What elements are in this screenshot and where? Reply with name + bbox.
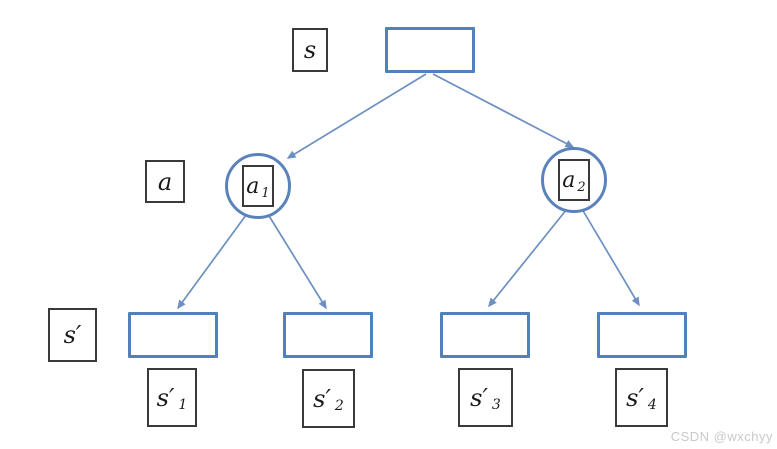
action-a2-subscript: 2 [577,179,586,195]
arrow-a1-to-s2 [265,210,327,310]
arrow-root-to-a2 [432,73,575,148]
label-s1-base: s′ [156,383,175,412]
row-label-next-state-text: s′ [63,321,82,349]
row-label-action: a [145,160,185,203]
action-a1-base: a [246,173,260,199]
label-s1-subscript: 1 [178,396,188,413]
next-state-node-s4 [597,312,687,358]
row-label-state-text: s [303,36,317,64]
row-label-state: s [292,28,328,72]
arrow-a2-to-s3 [488,208,568,308]
next-state-node-s2 [283,312,373,358]
next-state-label-s1: s′1 [147,368,197,427]
arrow-root-to-a1 [286,73,427,159]
next-state-node-s1 [128,312,218,358]
label-s3-subscript: 3 [491,396,501,413]
root-state-node [385,27,475,73]
next-state-node-s3 [440,312,530,358]
next-state-label-s4: s′4 [615,368,668,427]
arrow-a2-to-s4 [581,208,640,307]
next-state-label-s2: s′2 [302,369,355,428]
label-s2-subscript: 2 [334,397,344,414]
label-s4-base: s′ [626,383,644,412]
action-a2-base: a [562,167,576,193]
label-s2-base: s′ [313,384,331,413]
label-s3-base: s′ [470,383,488,412]
next-state-label-s3: s′3 [458,368,513,427]
row-label-action-text: a [157,167,173,196]
arrow-a1-to-s1 [177,210,250,310]
action-a1-subscript: 1 [261,185,270,201]
label-s4-subscript: 4 [647,396,657,413]
watermark: CSDN @wxchyy [670,429,773,444]
row-label-next-state: s′ [48,308,97,362]
